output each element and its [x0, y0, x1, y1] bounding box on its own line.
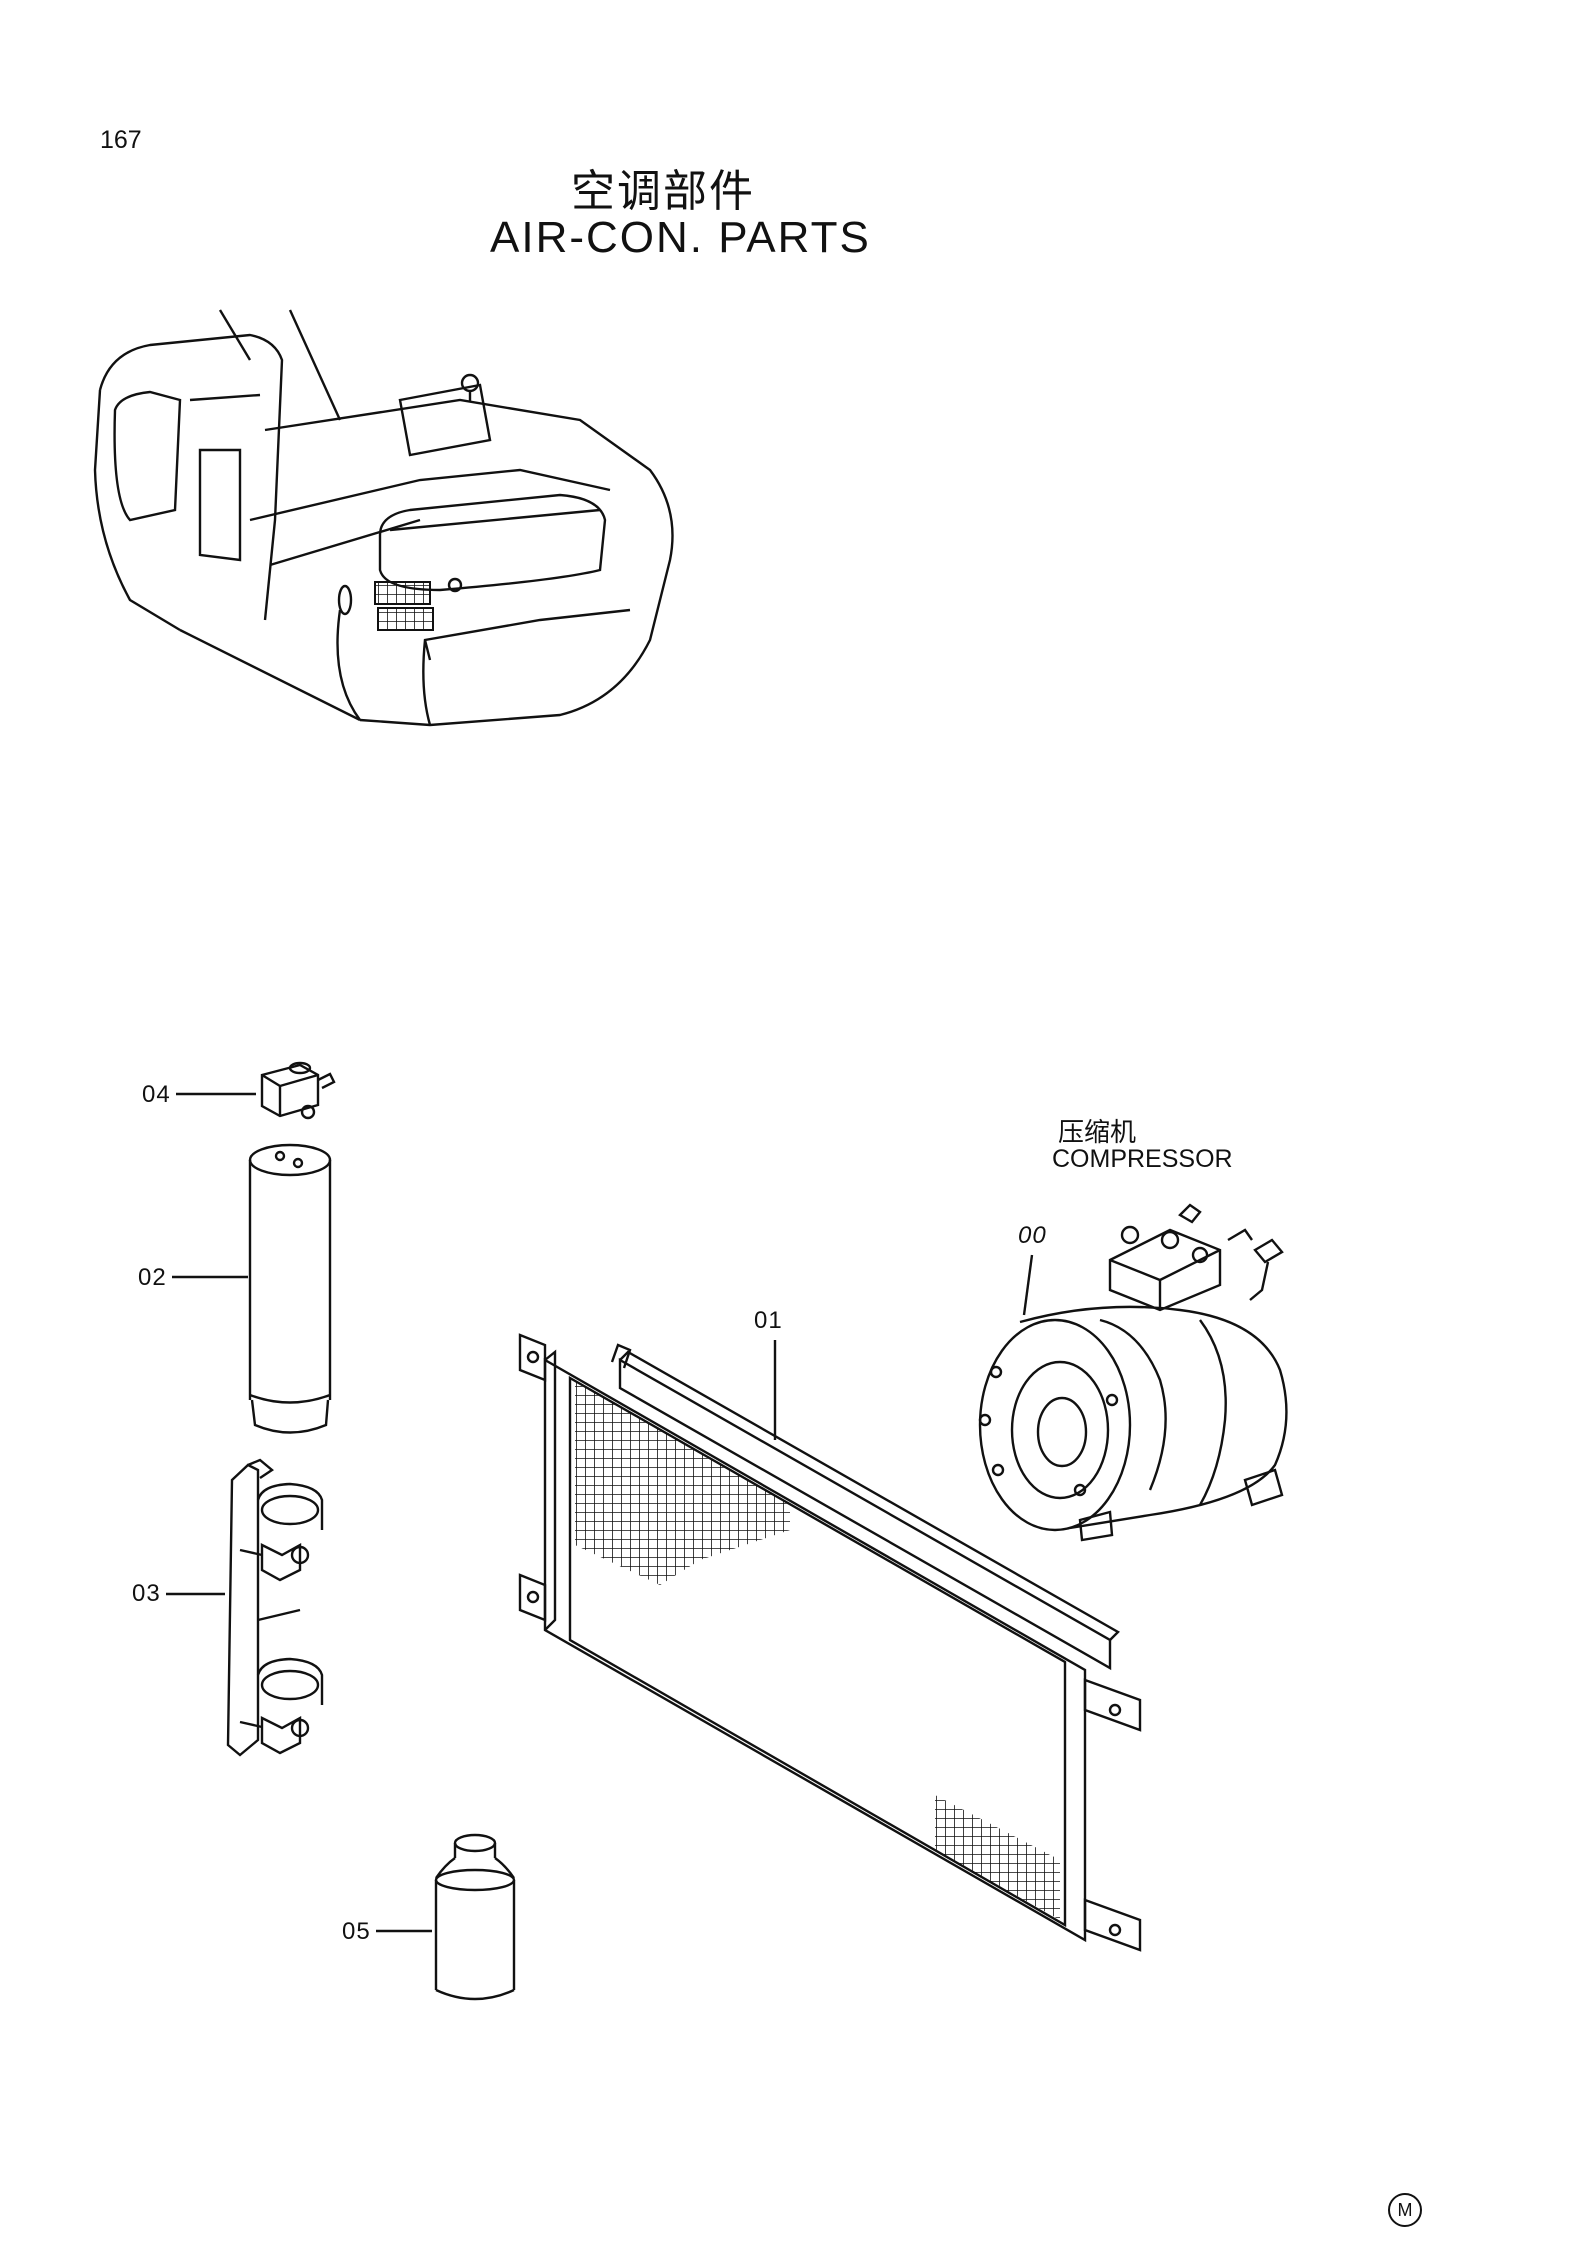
callout-05: 05: [342, 1918, 371, 1945]
part-01-condenser: [518, 1333, 1142, 1952]
part-02-receiver-drier: [172, 1143, 332, 1434]
callout-01: 01: [754, 1307, 783, 1334]
part-05-refrigerant-can: [376, 1833, 516, 2001]
callout-04: 04: [142, 1081, 171, 1108]
compressor-label-english: COMPRESSOR: [1052, 1145, 1233, 1173]
page-number: 167: [100, 126, 142, 154]
compressor-label-chinese: 压缩机: [1058, 1117, 1137, 1147]
page-title-chinese: 空调部件: [571, 167, 755, 216]
callout-00: 00: [1018, 1222, 1047, 1249]
part-03-bracket: [166, 1458, 324, 1757]
part-00-compressor: [978, 1203, 1288, 1542]
page-title-english: AIR-CON. PARTS: [490, 213, 871, 262]
registered-mark: M: [1388, 2193, 1422, 2227]
callout-03: 03: [132, 1580, 161, 1607]
part-04-switch: [176, 1061, 336, 1120]
excavator-overview: [93, 309, 674, 727]
callout-02: 02: [138, 1264, 167, 1291]
